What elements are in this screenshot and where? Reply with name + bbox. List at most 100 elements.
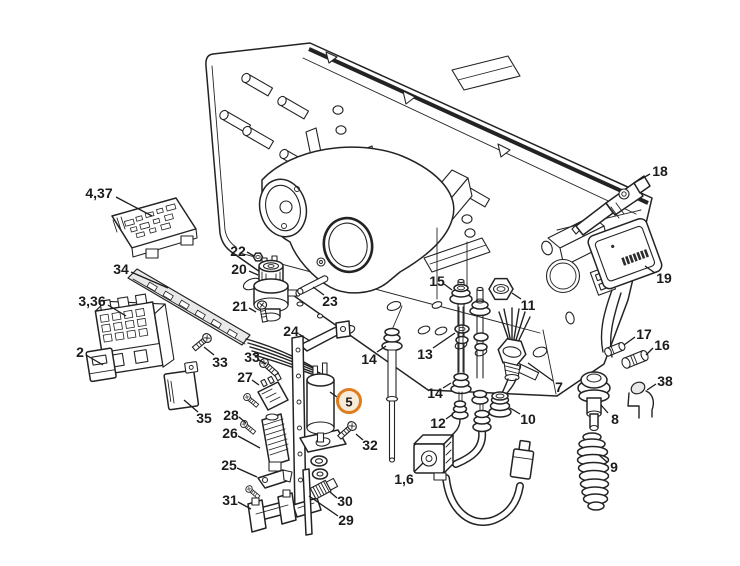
- part-number[interactable]: 1,6: [394, 471, 414, 487]
- part-number[interactable]: 4,37: [85, 185, 112, 201]
- part-number[interactable]: 3,36: [78, 293, 105, 309]
- part-label-31[interactable]: 31: [222, 492, 252, 510]
- part-number[interactable]: 19: [656, 270, 672, 286]
- screw-33-left: [190, 331, 214, 354]
- part-label-5[interactable]: 5: [329, 388, 362, 414]
- part-label-23[interactable]: 23: [312, 286, 338, 309]
- part-label-8[interactable]: 8: [600, 404, 619, 427]
- part-label-26[interactable]: 26: [222, 425, 261, 449]
- part-label-32[interactable]: 32: [355, 433, 378, 453]
- part-number[interactable]: 9: [610, 459, 618, 475]
- part-number[interactable]: 14: [427, 385, 443, 401]
- part-label-34[interactable]: 34: [113, 261, 169, 289]
- grommet-8: [577, 371, 611, 432]
- sensor-18: [571, 175, 651, 236]
- part-number[interactable]: 7: [555, 379, 563, 395]
- part-number[interactable]: 22: [230, 243, 246, 259]
- leader-line: [644, 265, 656, 274]
- part-label-25[interactable]: 25: [221, 457, 258, 478]
- part-label-2[interactable]: 2: [76, 344, 104, 366]
- part-label-33[interactable]: 33: [203, 346, 228, 370]
- part-number[interactable]: 29: [338, 512, 354, 528]
- part-number[interactable]: 31: [222, 492, 238, 508]
- grommet-12: [451, 391, 469, 420]
- part-label-7[interactable]: 7: [527, 362, 563, 395]
- part-label-24[interactable]: 24: [283, 323, 311, 342]
- leader-line: [445, 413, 454, 420]
- leader-line: [258, 359, 267, 365]
- part-label-4-37[interactable]: 4,37: [85, 185, 153, 217]
- drum-opening-ring: [322, 216, 374, 274]
- part-label-9[interactable]: 9: [598, 454, 618, 475]
- part-number[interactable]: 18: [652, 163, 668, 179]
- part-label-33-2[interactable]: 33: [244, 349, 267, 365]
- part-label-38[interactable]: 38: [646, 373, 673, 391]
- part-label-13[interactable]: 13: [417, 332, 456, 362]
- leader-line: [248, 270, 259, 276]
- part-number[interactable]: 21: [232, 298, 248, 314]
- part-number[interactable]: 13: [417, 346, 433, 362]
- part-number[interactable]: 33: [244, 349, 260, 365]
- part-number[interactable]: 25: [221, 457, 237, 473]
- part-number[interactable]: 14: [361, 351, 377, 367]
- part-label-27[interactable]: 27: [237, 369, 260, 386]
- part-label-15[interactable]: 15: [429, 273, 453, 291]
- part-label-21[interactable]: 21: [232, 298, 257, 314]
- grommet-15: [449, 283, 473, 305]
- circuit-board-4-37: [111, 197, 198, 259]
- part-number[interactable]: 2: [76, 344, 84, 360]
- part-number[interactable]: 30: [337, 493, 353, 509]
- part-number[interactable]: 35: [196, 410, 212, 426]
- leader-line: [308, 495, 339, 517]
- grommet-b: [471, 389, 489, 405]
- leader-line: [600, 404, 609, 414]
- part-number[interactable]: 5: [345, 395, 352, 410]
- part-label-16[interactable]: 16: [645, 337, 670, 356]
- part-label-17[interactable]: 17: [623, 326, 652, 346]
- part-label-14-2[interactable]: 14: [361, 345, 387, 367]
- part-number[interactable]: 23: [322, 293, 338, 309]
- part-number[interactable]: 38: [657, 373, 673, 389]
- leader-line: [248, 307, 257, 313]
- part-number[interactable]: 20: [231, 261, 247, 277]
- part-label-35[interactable]: 35: [183, 399, 212, 426]
- part-number[interactable]: 27: [237, 369, 253, 385]
- part-number[interactable]: 16: [654, 337, 670, 353]
- part-number[interactable]: 26: [222, 425, 238, 441]
- strip-29: [302, 468, 313, 536]
- part-label-30[interactable]: 30: [329, 491, 353, 509]
- part-label-19[interactable]: 19: [644, 265, 672, 286]
- part-number[interactable]: 8: [611, 411, 619, 427]
- part-number[interactable]: 11: [521, 297, 536, 313]
- part-number[interactable]: 32: [362, 437, 378, 453]
- part-number[interactable]: 28: [223, 407, 239, 423]
- part-label-18[interactable]: 18: [633, 163, 668, 184]
- screw-28: [238, 418, 258, 437]
- leader-line: [236, 467, 258, 478]
- part-number[interactable]: 10: [520, 411, 536, 427]
- terminal-strip-26: [261, 413, 290, 472]
- part-number[interactable]: 33: [212, 354, 228, 370]
- part-label-28[interactable]: 28: [223, 407, 247, 424]
- sensor-probe: [385, 349, 399, 463]
- part-label-11[interactable]: 11: [511, 292, 536, 313]
- part-label-14[interactable]: 14: [427, 382, 452, 401]
- part-number[interactable]: 17: [636, 326, 652, 342]
- leader-line: [376, 345, 387, 353]
- part-label-29[interactable]: 29: [308, 495, 354, 528]
- part-label-20[interactable]: 20: [231, 261, 259, 277]
- part-label-22[interactable]: 22: [230, 243, 255, 259]
- mounting-studs: [219, 72, 540, 381]
- screw-27: [241, 391, 261, 410]
- part-number[interactable]: 24: [283, 323, 299, 339]
- leader-line: [442, 382, 452, 389]
- part-number[interactable]: 12: [430, 415, 446, 431]
- part-number[interactable]: 34: [113, 261, 129, 277]
- hex-nut-11: [488, 277, 514, 301]
- part-label-1-6[interactable]: 1,6: [394, 462, 424, 487]
- leader-line: [312, 286, 325, 296]
- part-label-3-36[interactable]: 3,36: [78, 293, 127, 317]
- part-number[interactable]: 15: [429, 273, 445, 289]
- part-label-12[interactable]: 12: [430, 413, 454, 431]
- part-label-10[interactable]: 10: [509, 407, 536, 427]
